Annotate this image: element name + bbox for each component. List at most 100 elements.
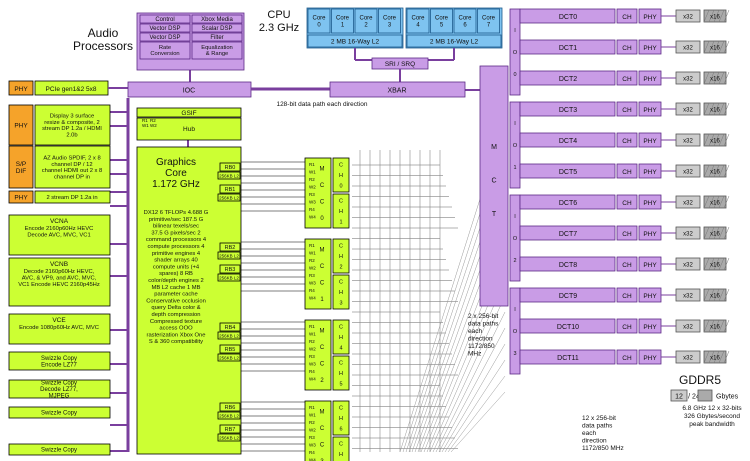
l2-slice-label: 256KB L2 [219, 414, 239, 419]
rb-label: RB3 [225, 267, 236, 273]
hatch [718, 71, 725, 85]
l2-slice [217, 411, 241, 420]
rb-label: RB2 [225, 245, 236, 251]
hatch [703, 40, 710, 54]
dram-x32 [675, 319, 701, 333]
xbar [329, 81, 466, 98]
video-codec-name: VCNB [50, 261, 68, 268]
audio-subblock-label: Control [155, 17, 174, 23]
dct-label: DCT9 [559, 293, 577, 300]
dram-x32-label: x32 [683, 46, 693, 52]
hatch [703, 350, 710, 364]
dram-x32-label: x32 [683, 15, 693, 21]
cpu-core [406, 8, 430, 34]
dct-ch [616, 349, 638, 365]
dct-ch [616, 132, 638, 148]
hatch [723, 9, 730, 23]
cpu-core [453, 8, 477, 34]
dct-label: DCT6 [559, 200, 577, 207]
rb-label: RB1 [225, 187, 236, 193]
l2-slice-label: 256KB L2 [219, 436, 239, 441]
dram-x32 [675, 195, 701, 209]
dct-label: DCT11 [557, 355, 579, 362]
channel-block [332, 436, 350, 461]
dct-ch-label: CH [622, 324, 632, 331]
video-codec-block [8, 214, 111, 256]
bus-128-label: 128-bit data path each direction [276, 101, 367, 108]
hatch [708, 133, 715, 147]
swizzle-copy-block [8, 351, 111, 371]
hatch [708, 71, 715, 85]
hatch [703, 133, 710, 147]
audio-subblock [139, 23, 191, 33]
video-codec-block [8, 313, 111, 345]
dct-label: DCT7 [559, 231, 577, 238]
io-block [34, 190, 111, 204]
dram-x32-label: x32 [683, 294, 693, 300]
video-codec-desc: Encode 1080p60Hz AVC, MVC [19, 325, 99, 331]
dct-phy-label: PHY [643, 355, 657, 362]
hatch [708, 226, 715, 240]
dct-phy-label: PHY [643, 262, 657, 269]
swizzle-copy-block [8, 406, 111, 419]
hatch [703, 195, 710, 209]
dct-ch [616, 70, 638, 86]
dram-x32 [675, 9, 701, 23]
gsif [136, 107, 242, 118]
hatch [723, 257, 730, 271]
audio-subblock [191, 41, 243, 60]
dct-ch-label: CH [622, 107, 632, 114]
io-block [34, 145, 111, 189]
hatch [703, 319, 710, 333]
dram-x16-label: x16 [710, 139, 720, 145]
dct-block [519, 101, 616, 117]
hatch [723, 40, 730, 54]
dct-label: DCT4 [559, 138, 577, 145]
hatch [718, 40, 725, 54]
l2-slice-label: 256KB L2 [219, 356, 239, 361]
dct-block [519, 287, 616, 303]
audio-subblock-label: Filter [210, 35, 223, 41]
dram-x32-label: x32 [683, 170, 693, 176]
rb-block [219, 424, 241, 434]
dct-block [519, 318, 616, 334]
dct-block [519, 39, 616, 55]
hatch [713, 9, 720, 23]
video-codec-block [8, 257, 111, 307]
swizzle-copy-block [8, 443, 111, 456]
rb-block [219, 184, 241, 194]
gddr5-title: GDDR5 [679, 373, 721, 387]
hatch [713, 102, 720, 116]
dct-ch-label: CH [622, 293, 632, 300]
hatch [708, 195, 715, 209]
hatch [718, 164, 725, 178]
swizzle-copy-block [8, 379, 111, 399]
dram-x16-label: x16 [710, 46, 720, 52]
hatch [703, 102, 710, 116]
mcc-block [304, 238, 332, 310]
io-phy [8, 104, 34, 146]
channel-label: CH7 [339, 441, 343, 461]
cpu-core [477, 8, 500, 34]
channel-block [332, 157, 350, 193]
dct-ch-label: CH [622, 76, 632, 83]
cpu-core [331, 8, 354, 34]
hatch [708, 257, 715, 271]
dct-ch-label: CH [622, 14, 632, 21]
cpu-l2 [307, 34, 403, 48]
gddr5-swatch-24 [697, 389, 713, 402]
dram-x32 [675, 164, 701, 178]
rb-block [219, 402, 241, 412]
dram-x16-label: x16 [710, 325, 720, 331]
